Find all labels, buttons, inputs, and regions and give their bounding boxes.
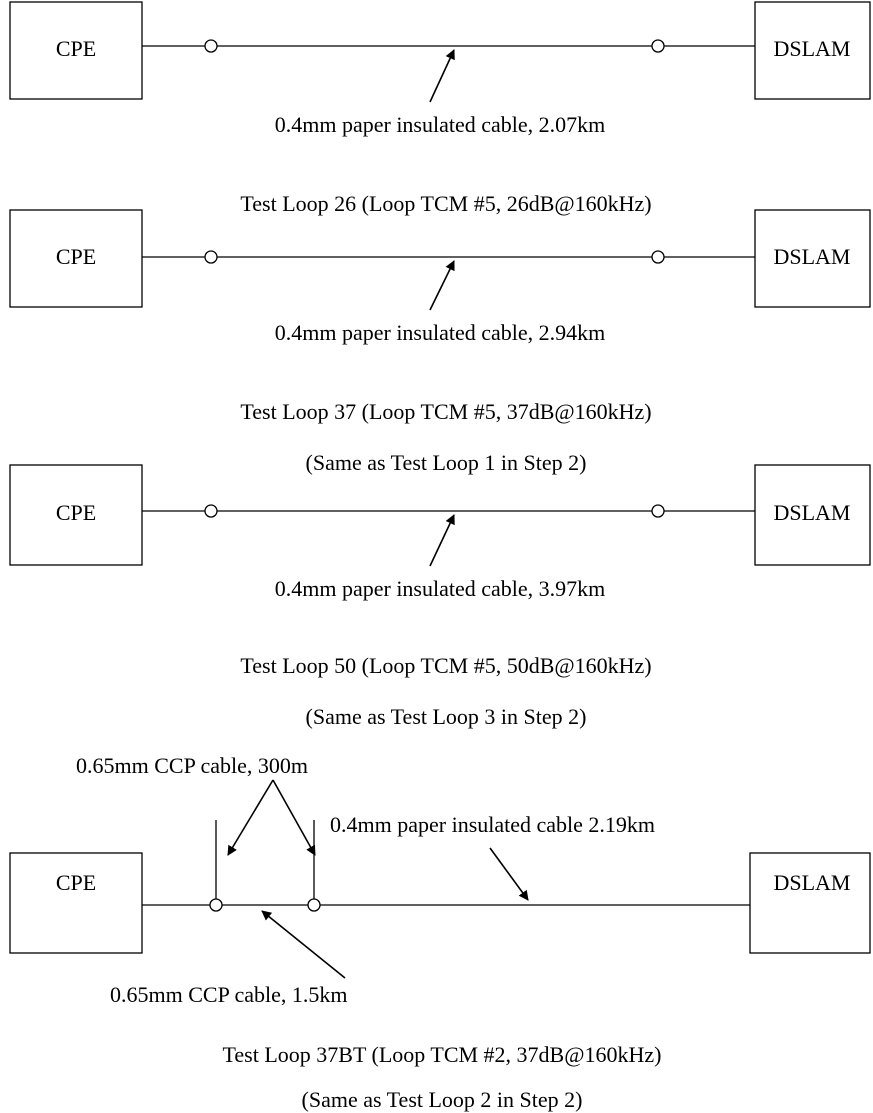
loop-3-cpe-box <box>9 464 143 566</box>
loop-2-dslam-label: DSLAM <box>773 244 850 269</box>
loop-4-cpe-box <box>9 852 143 954</box>
loop-4-cpe-label: CPE <box>56 870 96 895</box>
loop-4-diagram: Test Loop 50 (Loop TCM #5, 50dB@160kHz) … <box>9 653 871 1007</box>
loop-2-caption: Test Loop 26 (Loop TCM #5, 26dB@160kHz) <box>240 191 651 216</box>
loop-4-note: (Same as Test Loop 3 in Step 2) <box>306 704 587 729</box>
loop-1-node-left <box>204 39 218 53</box>
loop-2-pointer-arrow <box>429 260 455 311</box>
loop-1-node-right <box>651 39 665 53</box>
loop-2-node-left <box>204 250 218 264</box>
loop-2-cpe-box <box>9 209 143 308</box>
loop-3-dslam-label: DSLAM <box>773 500 850 525</box>
loop-4-node-left <box>209 898 223 912</box>
loop-4-segment-arrow <box>261 910 346 979</box>
loop-3-dslam-box <box>754 464 871 566</box>
loop-3-cable-label: 0.4mm paper insulated cable, 3.97km <box>275 576 606 601</box>
loop-4-tap-arrow-left <box>227 779 274 856</box>
loop-2-cpe-label: CPE <box>56 244 96 269</box>
loop-1-cpe-box <box>9 1 143 100</box>
loop-3-diagram: Test Loop 37 (Loop TCM #5, 37dB@160kHz) … <box>9 399 871 601</box>
loop-4-dslam-box <box>749 852 871 954</box>
loop-4-tap-arrow-right <box>272 779 316 856</box>
loop-1-dslam-box <box>754 1 871 100</box>
loop-4-segment-label: 0.65mm CCP cable, 1.5km <box>110 982 348 1007</box>
loop-2-dslam-box <box>754 209 871 308</box>
footer-note: (Same as Test Loop 2 in Step 2) <box>302 1087 583 1112</box>
loop-4-caption: Test Loop 50 (Loop TCM #5, 50dB@160kHz) <box>240 653 651 678</box>
loop-1-diagram: CPE DSLAM 0.4mm paper insulated cable, 2… <box>9 1 871 137</box>
loop-3-caption: Test Loop 37 (Loop TCM #5, 37dB@160kHz) <box>240 399 651 424</box>
loop-4-main-cable-arrow <box>489 847 529 901</box>
loop-4-main-cable-label: 0.4mm paper insulated cable 2.19km <box>330 812 655 837</box>
loop-3-node-right <box>651 504 665 518</box>
loop-2-diagram: Test Loop 26 (Loop TCM #5, 26dB@160kHz) … <box>9 191 871 345</box>
loop-4-bridge-tap-label: 0.65mm CCP cable, 300m <box>76 753 308 778</box>
loop-1-cable-label: 0.4mm paper insulated cable, 2.07km <box>275 112 606 137</box>
loop-4-node-right <box>307 898 321 912</box>
loop-1-pointer-arrow <box>429 49 455 103</box>
loop-3-node-left <box>204 504 218 518</box>
loop-3-pointer-arrow <box>429 514 455 567</box>
footer-caption: Test Loop 37BT (Loop TCM #2, 37dB@160kHz… <box>223 1042 662 1067</box>
loop-1-cpe-label: CPE <box>56 36 96 61</box>
loop-2-cable-label: 0.4mm paper insulated cable, 2.94km <box>275 320 606 345</box>
loop-4-dslam-label: DSLAM <box>773 870 850 895</box>
loop-3-cpe-label: CPE <box>56 500 96 525</box>
loop-3-note: (Same as Test Loop 1 in Step 2) <box>306 450 587 475</box>
loop-2-node-right <box>651 250 665 264</box>
loop-1-dslam-label: DSLAM <box>773 36 850 61</box>
footer-caption-group: Test Loop 37BT (Loop TCM #2, 37dB@160kHz… <box>223 1042 662 1112</box>
